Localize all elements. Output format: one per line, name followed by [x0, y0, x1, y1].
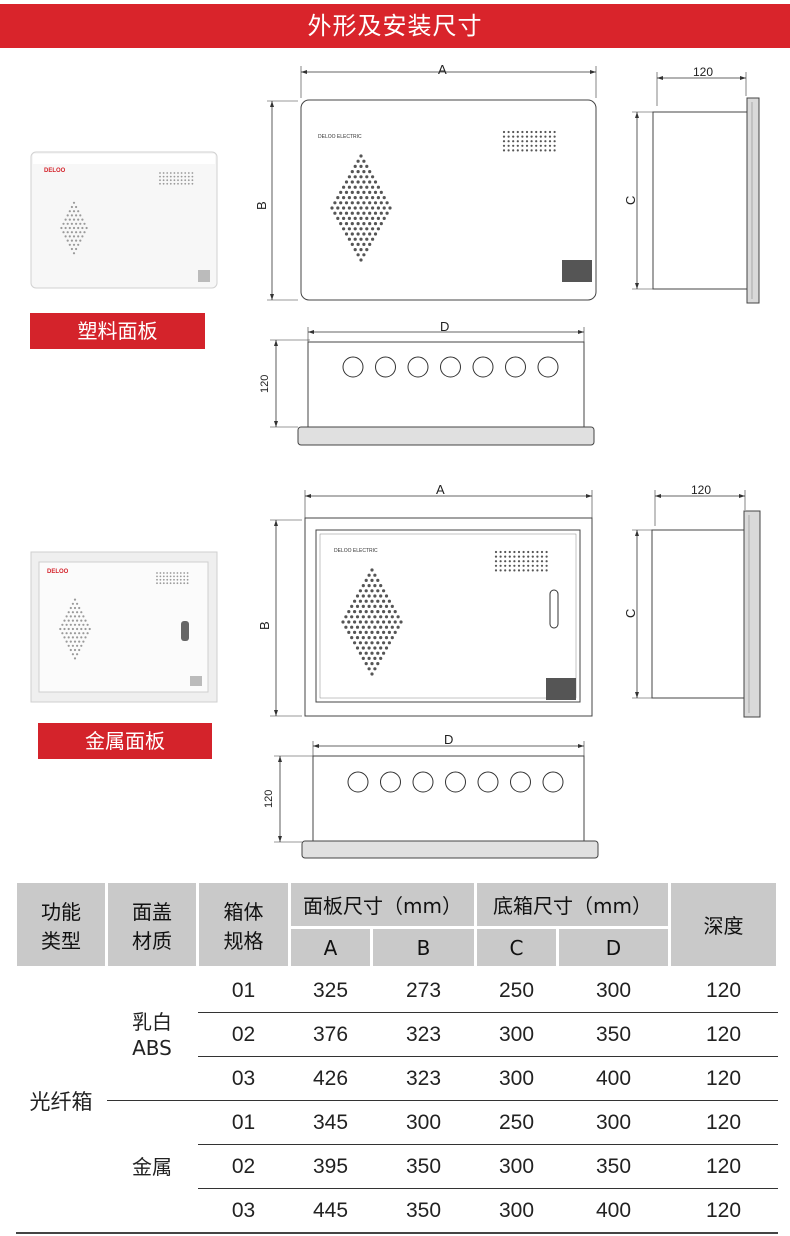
header-panel-size: 面板尺寸（mm）	[288, 880, 477, 929]
value-b: 323	[371, 1056, 476, 1101]
photo-brand-logo: DELOO	[47, 569, 69, 575]
value-d: 400	[557, 1188, 670, 1234]
value-d: 400	[557, 1056, 670, 1101]
header-box-spec: 箱体规格	[196, 880, 291, 969]
value-depth: 120	[669, 1144, 778, 1189]
metal-box-photo: DELOO	[30, 551, 218, 703]
dim-a-label: A	[438, 62, 447, 77]
table-row: 03 445 350 300 400 120	[16, 1188, 778, 1234]
value-c: 250	[475, 967, 558, 1013]
dim-b-label: B	[257, 621, 272, 630]
dim-d-label: D	[444, 732, 453, 747]
value-a: 395	[289, 1144, 372, 1189]
value-c: 300	[475, 1188, 558, 1234]
spec-cell: 01	[197, 1100, 290, 1145]
photo-door-handle	[181, 621, 189, 641]
photo-label-sticker	[190, 676, 202, 686]
dim-b-label: B	[254, 201, 269, 210]
photo-vent-diamond	[60, 201, 88, 255]
page-title: 外形及安装尺寸	[0, 4, 790, 48]
value-depth: 120	[669, 1100, 778, 1145]
photo-vent-diamond	[59, 598, 91, 660]
value-b: 350	[371, 1188, 476, 1234]
header-a: A	[288, 926, 373, 969]
front-brand: DELOO ELECTRIC	[318, 134, 362, 140]
value-b: 350	[371, 1144, 476, 1189]
dim-height-label: 120	[259, 375, 271, 393]
table-row: 02 376 323 300 350 120	[16, 1012, 778, 1057]
spec-cell: 01	[197, 967, 290, 1013]
value-a: 325	[289, 967, 372, 1013]
plastic-bottom-drawing: D 120	[259, 319, 595, 446]
dim-c-label: C	[623, 609, 638, 618]
header-depth: 深度	[668, 880, 779, 969]
value-depth: 120	[669, 1188, 778, 1234]
value-b: 273	[371, 967, 476, 1013]
photo-vent-grid	[159, 172, 194, 185]
header-function: 功能类型	[14, 880, 108, 969]
value-c: 250	[475, 1100, 558, 1145]
header-cover-material: 面盖材质	[105, 880, 199, 969]
spec-cell: 03	[197, 1188, 290, 1234]
table-row: 金属 01 345 300 250 300 120	[16, 1100, 778, 1234]
value-depth: 120	[669, 967, 778, 1013]
spec-cell: 02	[197, 1012, 290, 1057]
panel-label-plastic: 塑料面板	[30, 313, 205, 349]
plastic-side-drawing: 120 C	[623, 65, 760, 304]
header-d: D	[556, 926, 671, 969]
plastic-front-drawing: A B DELOO ELECTRIC	[254, 62, 597, 301]
value-c: 300	[475, 1056, 558, 1101]
value-depth: 120	[669, 1056, 778, 1101]
spec-cell: 02	[197, 1144, 290, 1189]
value-a: 345	[289, 1100, 372, 1145]
metal-side-drawing: 120 C	[623, 483, 761, 718]
header-box-size: 底箱尺寸（mm）	[474, 880, 671, 929]
side-width-label: 120	[693, 65, 713, 79]
value-depth: 120	[669, 1012, 778, 1057]
value-d: 300	[557, 1100, 670, 1145]
panel-label-metal: 金属面板	[38, 723, 212, 759]
value-a: 445	[289, 1188, 372, 1234]
value-d: 300	[557, 967, 670, 1013]
value-c: 300	[475, 1012, 558, 1057]
value-b: 300	[371, 1100, 476, 1145]
dim-height-label: 120	[263, 790, 275, 808]
value-b: 323	[371, 1012, 476, 1057]
value-a: 376	[289, 1012, 372, 1057]
spec-cell: 03	[197, 1056, 290, 1101]
photo-brand-logo: DELOO	[44, 168, 66, 174]
material-cell: 金属	[106, 1100, 198, 1234]
value-a: 426	[289, 1056, 372, 1101]
table-row: 03 426 323 300 400 120	[16, 1056, 778, 1101]
value-c: 300	[475, 1144, 558, 1189]
value-d: 350	[557, 1144, 670, 1189]
front-brand: DELOO ELECTRIC	[334, 548, 378, 554]
side-width-label: 120	[691, 483, 711, 497]
metal-front-drawing: A B DELOO ELECTRIC	[257, 482, 593, 717]
photo-label-sticker	[198, 270, 210, 282]
spec-table: 功能类型 面盖材质 箱体规格 面板尺寸（mm） 底箱尺寸（mm） 深度 A B …	[14, 880, 779, 1234]
front-door-handle	[549, 589, 559, 629]
photo-vent-grid	[156, 572, 189, 585]
category-cell: 光纤箱	[15, 967, 107, 1234]
dim-c-label: C	[623, 196, 638, 205]
plastic-box-photo: DELOO	[30, 151, 218, 289]
front-label-sticker	[546, 678, 576, 700]
dim-a-label: A	[436, 482, 445, 497]
header-c: C	[474, 926, 559, 969]
metal-bottom-drawing: D 120	[263, 732, 599, 859]
front-label-sticker	[562, 260, 592, 282]
value-d: 350	[557, 1012, 670, 1057]
header-b: B	[370, 926, 477, 969]
dim-d-label: D	[440, 319, 449, 334]
table-row: 02 395 350 300 350 120	[16, 1144, 778, 1189]
